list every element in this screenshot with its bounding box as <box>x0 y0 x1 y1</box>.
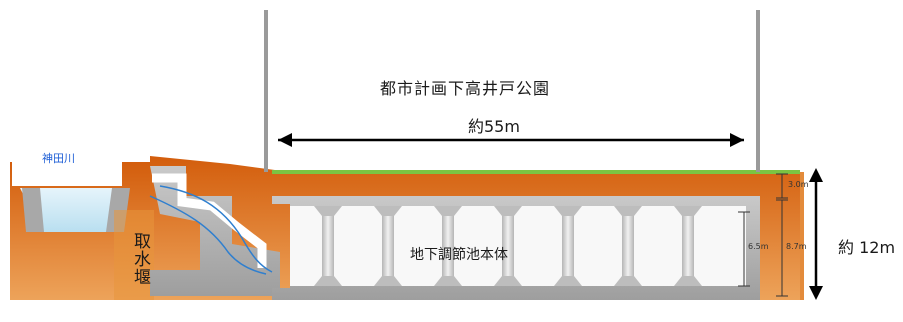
park-boundary-left <box>264 10 268 172</box>
river-label: 神田川 <box>42 152 75 165</box>
facility-label: 地下調節池本体 <box>410 247 508 263</box>
weir-label: 取水堰 <box>130 232 150 286</box>
support-pillar <box>494 206 522 286</box>
width-label: 約55m <box>468 117 520 136</box>
support-pillar <box>374 206 402 286</box>
depth-dimension-lines <box>738 173 788 297</box>
inner-height-label: 6.5m <box>748 242 769 251</box>
total-depth-arrow <box>809 168 823 300</box>
storage-structure <box>272 196 760 300</box>
river-kanda <box>12 154 130 232</box>
support-pillars <box>314 206 702 286</box>
structure-height-label: 8.7m <box>786 242 807 251</box>
support-pillar <box>614 206 642 286</box>
intake-weir <box>114 210 154 300</box>
width-dimension-arrow <box>278 133 744 147</box>
support-pillar <box>674 206 702 286</box>
park-name-label: 都市計画下高井戸公園 <box>380 79 551 98</box>
cover-depth-label: 3.0m <box>788 180 809 189</box>
park-boundary-right <box>756 10 760 172</box>
intake-conduit <box>149 166 280 296</box>
support-pillar <box>314 206 342 286</box>
support-pillar <box>554 206 582 286</box>
support-pillar <box>434 206 462 286</box>
park-lawn <box>272 170 800 174</box>
total-depth-label: 約 12m <box>838 238 896 257</box>
